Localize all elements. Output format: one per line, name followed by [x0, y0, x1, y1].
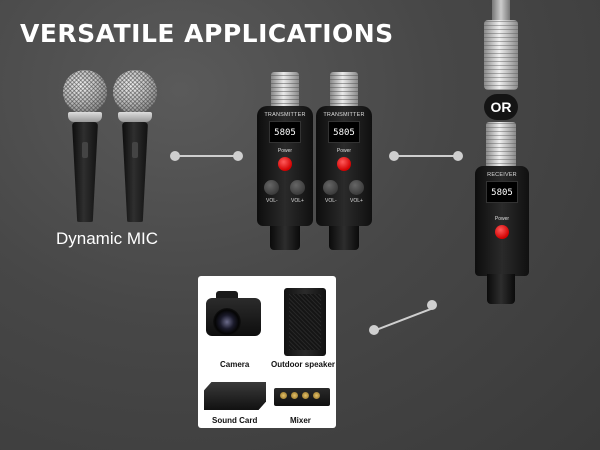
power-button[interactable]	[278, 157, 292, 171]
volume-up-button[interactable]	[290, 180, 305, 195]
volume-up-button[interactable]	[349, 180, 364, 195]
vol-minus-label: VOL-	[266, 198, 278, 204]
connector-line	[397, 155, 457, 157]
lcd-screen: 5805	[486, 181, 518, 203]
vol-plus-label: VOL+	[291, 198, 304, 204]
connector-dot	[389, 151, 399, 161]
transmitter-right: TRANSMITTER 5805 Power VOL- VOL+	[316, 72, 372, 250]
transmitter-label: TRANSMITTER	[264, 112, 306, 118]
lcd-screen: 5805	[328, 121, 360, 143]
power-button[interactable]	[337, 157, 351, 171]
vol-plus-label: VOL+	[350, 198, 363, 204]
mic-grille	[63, 70, 107, 114]
connector-line	[375, 306, 435, 331]
mic-grille	[113, 70, 157, 114]
dynamic-mic-right	[112, 70, 158, 222]
xlr-female-connector	[330, 72, 358, 108]
receiver-label: RECEIVER	[487, 172, 517, 178]
or-badge: OR	[484, 94, 518, 120]
transmitter-label: TRANSMITTER	[323, 112, 365, 118]
mic-label: Dynamic MIC	[56, 229, 159, 248]
mic-switch	[132, 142, 138, 158]
devices-panel: Camera Outdoor speaker Sound Card Mixer	[198, 276, 336, 428]
mixer-label: Mixer	[290, 416, 311, 425]
connector-dot	[170, 151, 180, 161]
power-button[interactable]	[495, 225, 509, 239]
volume-down-button[interactable]	[264, 180, 279, 195]
connector-line	[178, 155, 236, 157]
connector-dot	[369, 325, 379, 335]
power-label: Power	[277, 148, 293, 154]
xlr-female-connector	[484, 20, 518, 90]
xlr-female-connector	[271, 72, 299, 108]
transmitter-left: TRANSMITTER 5805 Power VOL- VOL+	[257, 72, 313, 250]
xlr-male-connector	[486, 122, 516, 168]
page-title: VERSATILE APPLICATIONS	[20, 19, 394, 48]
vol-minus-label: VOL-	[325, 198, 337, 204]
connector-dot	[453, 151, 463, 161]
xlr-cable	[492, 0, 510, 22]
sound-card-image	[204, 382, 266, 410]
speaker-label: Outdoor speaker	[271, 360, 336, 369]
volume-down-button[interactable]	[323, 180, 338, 195]
camera-lens	[213, 308, 241, 336]
power-label: Power	[336, 148, 352, 154]
connector-dot	[233, 151, 243, 161]
sound-card-label: Sound Card	[212, 416, 258, 425]
camera-label: Camera	[220, 360, 250, 369]
receiver: RECEIVER 5805 Power	[475, 166, 529, 276]
power-label: Power	[494, 216, 510, 222]
dynamic-mic-left	[62, 70, 108, 222]
mic-switch	[82, 142, 88, 158]
connector-dot	[427, 300, 437, 310]
lcd-screen: 5805	[269, 121, 301, 143]
